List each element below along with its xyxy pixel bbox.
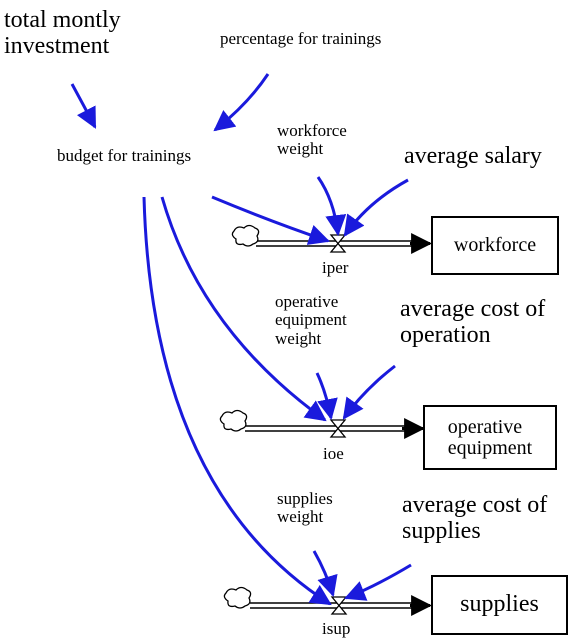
workforce-stock: workforce <box>431 216 559 275</box>
arrow-salary-to-iper <box>343 178 409 237</box>
workforce-weight-label: workforce weight <box>277 121 347 159</box>
arrow-cost-supplies-to-isup <box>344 563 412 601</box>
flow-pipe-workforce <box>256 233 433 254</box>
budget-for-trainings-label: budget for trainings <box>57 146 192 165</box>
average-salary-label: average salary <box>404 143 542 169</box>
flow-pipe-supplies <box>250 595 433 616</box>
valve-icon <box>330 596 348 615</box>
arrow-cost-operation-to-ioe <box>342 364 396 420</box>
supplies-weight-label: supplies weight <box>277 489 333 527</box>
cloud-icon <box>219 409 248 432</box>
flow-pipe-operative-equipment <box>245 418 426 439</box>
arrow-investment-to-budget <box>70 83 97 129</box>
arrow-budget-to-ioe <box>160 196 327 422</box>
arrow-budget-to-iper <box>211 195 330 245</box>
operative-equipment-weight-label: operative equipment weight <box>275 292 347 348</box>
cloud-icon <box>231 224 260 247</box>
arrow-supplies-weight-to-isup <box>312 550 338 598</box>
average-cost-of-supplies-label: average cost of supplies <box>402 492 548 544</box>
ioe-flow-label: ioe <box>323 444 344 463</box>
total-monthly-investment-label: total montly investment <box>4 7 121 59</box>
percentage-for-trainings-label: percentage for trainings <box>220 29 382 48</box>
valve-icon <box>329 234 347 253</box>
valve-icon <box>329 419 347 438</box>
arrow-operative-weight-to-ioe <box>315 372 338 421</box>
supplies-stock: supplies <box>431 575 568 635</box>
average-cost-of-operation-label: average cost of operation <box>400 296 546 348</box>
arrow-percentage-to-budget <box>213 73 270 132</box>
operative-equipment-stock: operative equipment <box>423 405 557 470</box>
iper-flow-label: iper <box>322 258 349 277</box>
arrow-budget-to-isup <box>142 196 332 606</box>
arrow-workforce-weight-to-iper <box>316 176 347 237</box>
isup-flow-label: isup <box>322 619 351 638</box>
cloud-icon <box>223 586 252 609</box>
